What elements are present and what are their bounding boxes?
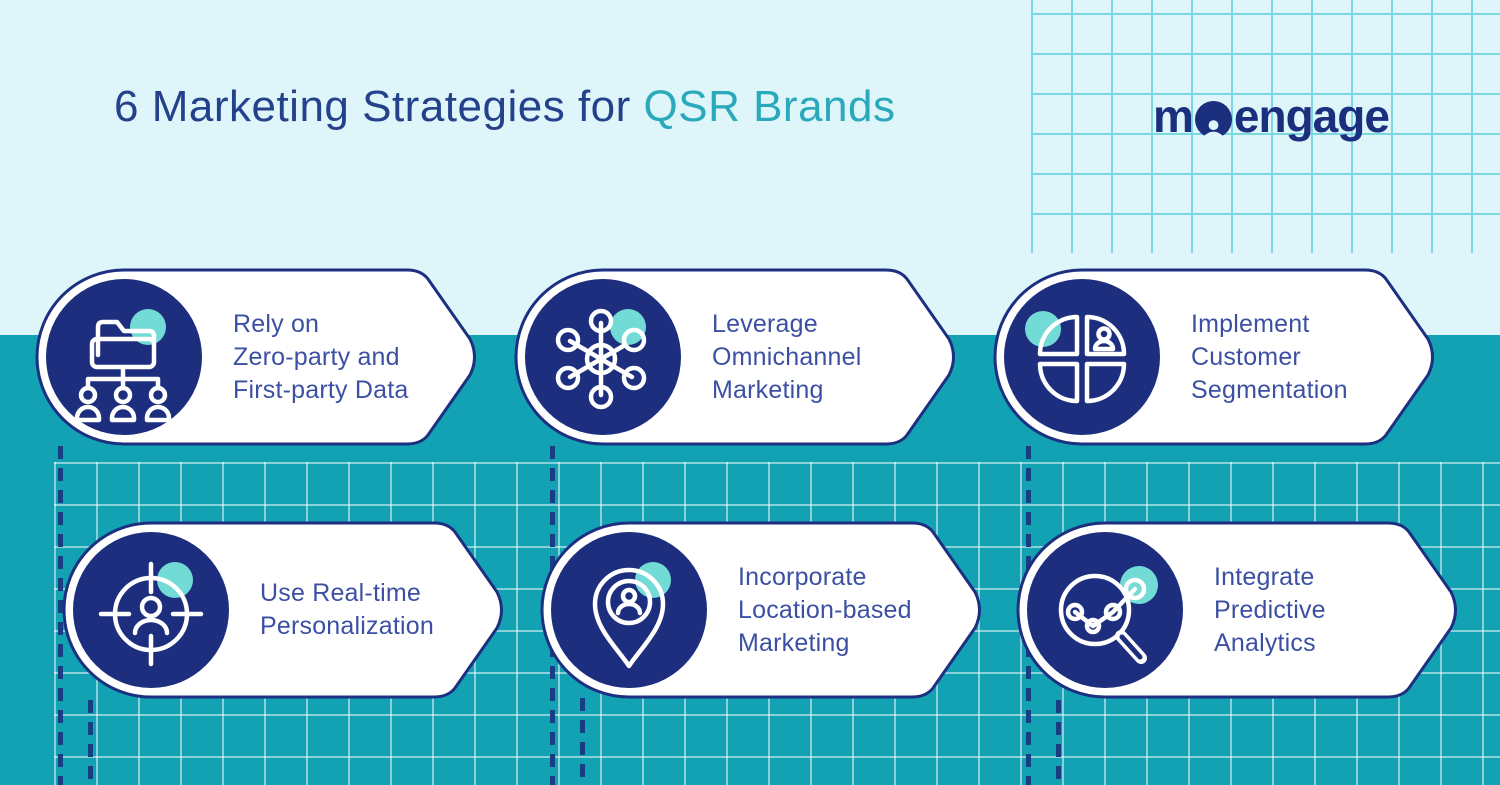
card-label-line: Integrate <box>1214 562 1315 591</box>
dashed-connector-line <box>1056 700 1061 785</box>
card-label: Incorporate Location-based Marketing <box>738 521 973 699</box>
card-label-line: Incorporate <box>738 562 867 591</box>
card-label-line: Segmentation <box>1191 375 1348 404</box>
moengage-o-icon <box>1194 100 1232 138</box>
card-label-line: Implement <box>1191 309 1310 338</box>
moengage-logo: m engage <box>1153 90 1390 142</box>
logo-text-m: m <box>1153 90 1194 142</box>
page-title-primary: 6 Marketing Strategies for <box>114 82 644 131</box>
strategy-card-predictive: Integrate Predictive Analytics <box>1016 521 1463 699</box>
target-user-icon <box>62 521 503 699</box>
card-label-line: Analytics <box>1214 628 1316 657</box>
card-label-line: Marketing <box>738 628 850 657</box>
card-label-line: Use Real-time <box>260 579 421 607</box>
strategy-card-segmentation: Implement Customer Segmentation <box>993 268 1440 446</box>
segmented-pie-icon <box>993 268 1434 446</box>
card-label-line: Predictive <box>1214 595 1326 624</box>
card-label-line: First-party Data <box>233 375 409 404</box>
card-label: Integrate Predictive Analytics <box>1214 521 1449 699</box>
page-title: 6 Marketing Strategies for QSR Brands <box>114 82 896 132</box>
logo-text-engage: engage <box>1233 90 1390 142</box>
card-label-line: Personalization <box>260 612 434 640</box>
location-pin-user-icon <box>540 521 981 699</box>
card-label-line: Zero-party and <box>233 342 400 371</box>
card-label-line: Customer <box>1191 342 1301 371</box>
dashed-connector-line <box>580 698 585 785</box>
folder-org-chart-icon <box>35 268 476 446</box>
page-title-accent: QSR Brands <box>643 82 896 131</box>
card-label: Leverage Omnichannel Marketing <box>712 268 947 446</box>
card-label-line: Leverage <box>712 309 818 338</box>
network-hub-icon <box>514 268 955 446</box>
card-label: Rely on Zero-party and First-party Data <box>233 268 468 446</box>
card-label-line: Marketing <box>712 375 824 404</box>
magnifier-trend-icon <box>1016 521 1457 699</box>
card-label: Use Real-time Personalization <box>260 521 495 699</box>
strategy-card-zero-party-data: Rely on Zero-party and First-party Data <box>35 268 482 446</box>
dashed-connector-line <box>58 446 63 785</box>
card-label-line: Omnichannel <box>712 342 862 371</box>
strategy-card-omnichannel: Leverage Omnichannel Marketing <box>514 268 961 446</box>
background-grid-top-right <box>1031 0 1500 253</box>
dashed-connector-line <box>88 700 93 785</box>
card-label-line: Location-based <box>738 595 912 624</box>
strategy-card-personalization: Use Real-time Personalization <box>62 521 509 699</box>
card-label-line: Rely on <box>233 309 320 338</box>
strategy-card-location: Incorporate Location-based Marketing <box>540 521 987 699</box>
card-label: Implement Customer Segmentation <box>1191 268 1426 446</box>
